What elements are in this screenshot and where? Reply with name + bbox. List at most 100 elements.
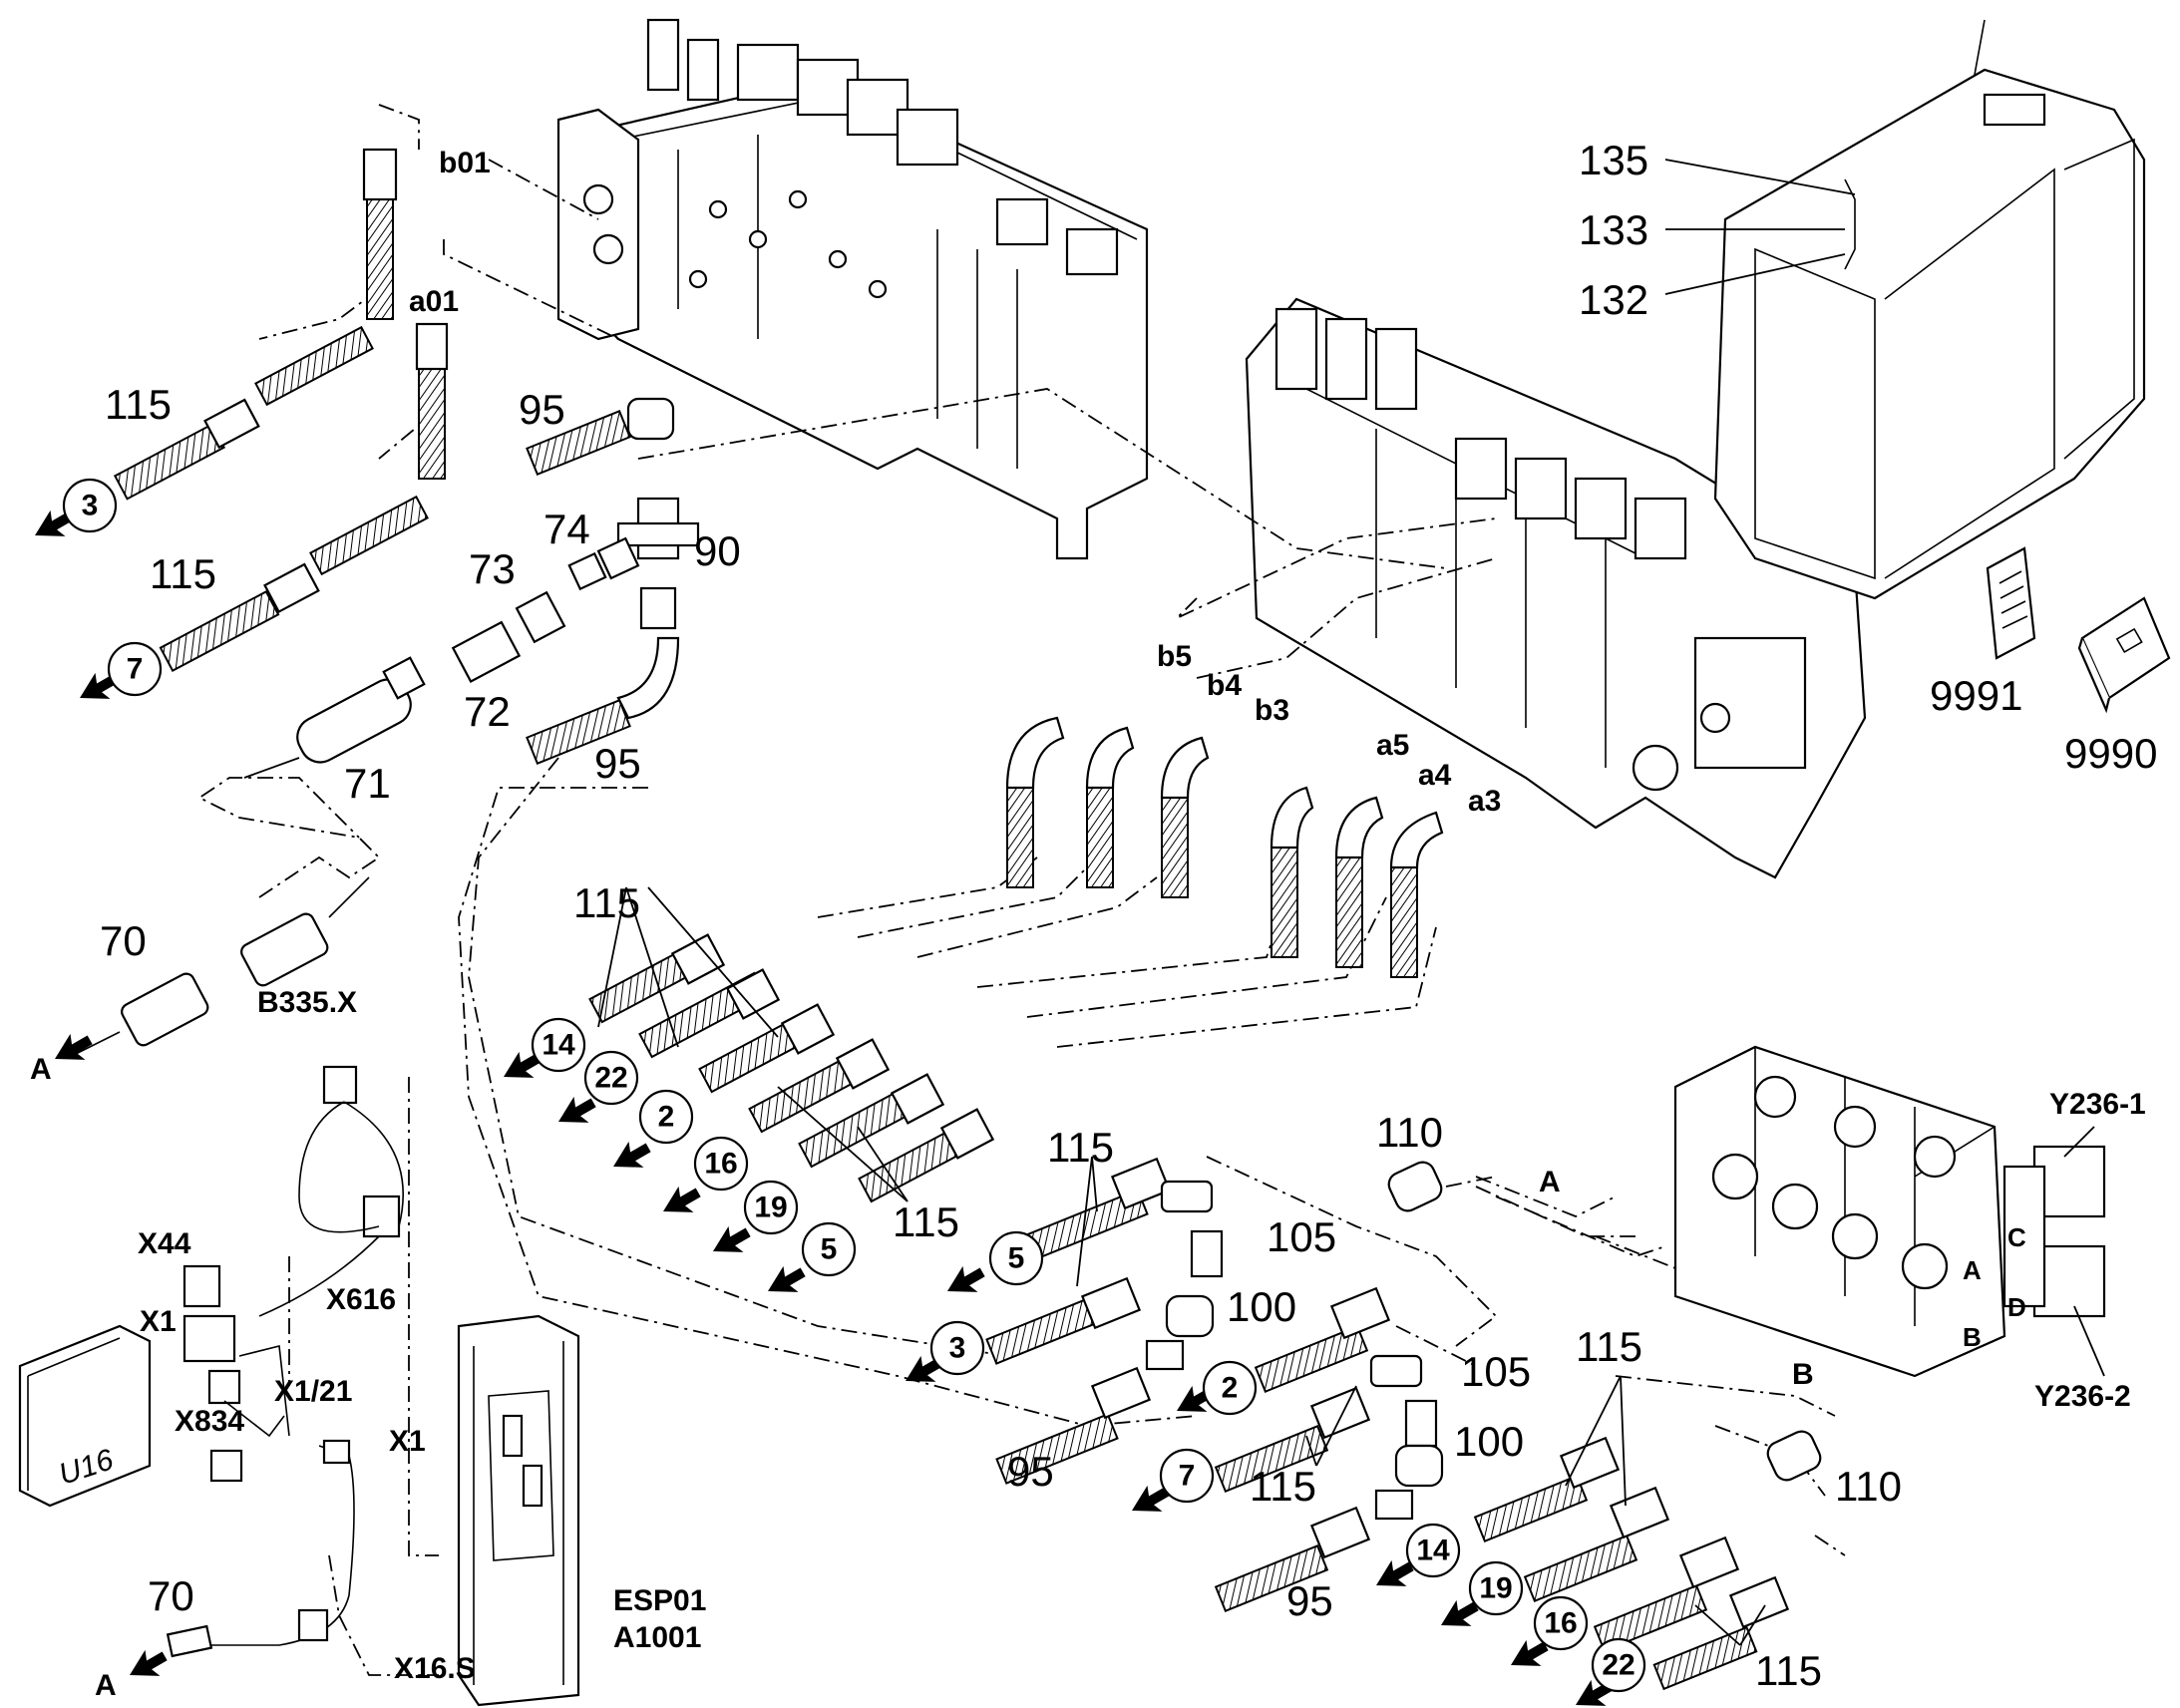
svg-text:2: 2 — [658, 1101, 675, 1134]
callout-7: 7 — [1159, 1448, 1215, 1504]
label-70: 70 — [148, 1572, 194, 1619]
label-105: 105 — [1267, 1213, 1336, 1260]
svg-text:3: 3 — [949, 1332, 966, 1365]
label-110: 110 — [1835, 1463, 1902, 1510]
circled-callouts: 3 7 14 22 2 16 19 5 5 3 2 7 14 19 16 22 — [62, 478, 1646, 1693]
pilot-solenoid-valve-block — [1673, 1045, 2106, 1378]
label-133: 133 — [1579, 206, 1648, 253]
svg-text:14: 14 — [542, 1029, 575, 1062]
electronic-module-ESP01 — [457, 1314, 580, 1707]
label-y236-1: Y236-1 — [2049, 1088, 2146, 1121]
label-115: 115 — [1755, 1647, 1822, 1694]
part-number-labels: 115 115 95 95 95 95 90 74 73 72 71 70 70… — [100, 137, 2157, 1694]
label-valve-A: A — [1963, 1255, 1982, 1285]
label-132: 132 — [1579, 276, 1648, 323]
label-90: 90 — [694, 527, 741, 574]
electronic-control-unit-U16 — [18, 1324, 152, 1508]
label-105: 105 — [1461, 1348, 1531, 1395]
label-71: 71 — [344, 760, 391, 807]
svg-text:16: 16 — [1544, 1607, 1577, 1640]
label-A: A — [30, 1053, 52, 1086]
label-a3: a3 — [1468, 785, 1501, 818]
callout-16: 16 — [1533, 1595, 1589, 1651]
callout-16: 16 — [693, 1136, 749, 1192]
label-b4: b4 — [1207, 669, 1242, 702]
label-valve-B: B — [1963, 1322, 1982, 1352]
svg-text:3: 3 — [82, 490, 99, 522]
label-x1-21: X1/21 — [274, 1375, 352, 1408]
label-115: 115 — [573, 879, 640, 926]
label-valve-C: C — [2007, 1222, 2026, 1252]
fittings — [243, 497, 1822, 1521]
callout-5: 5 — [801, 1221, 857, 1277]
label-b3: b3 — [1255, 694, 1289, 727]
manual-sheet-icon — [1986, 546, 2036, 660]
pressure-sensor-B335 — [69, 876, 370, 1058]
svg-text:19: 19 — [1479, 1572, 1512, 1605]
label-115: 115 — [1250, 1463, 1316, 1510]
label-95: 95 — [594, 740, 641, 787]
label-esp01: ESP01 — [613, 1584, 706, 1617]
label-95: 95 — [1286, 1577, 1333, 1624]
label-valve-D: D — [2007, 1292, 2026, 1322]
main-control-valve-top — [556, 18, 1149, 560]
label-A: A — [1539, 1166, 1561, 1198]
label-b01: b01 — [439, 147, 491, 179]
svg-text:5: 5 — [821, 1233, 838, 1266]
callout-14: 14 — [531, 1017, 586, 1073]
label-y236-2: Y236-2 — [2034, 1380, 2131, 1413]
callout-5: 5 — [988, 1230, 1044, 1286]
ecu-wiring-harness — [166, 1065, 404, 1658]
callout-3: 3 — [929, 1320, 985, 1376]
code-labels: b01 a01 b5 b4 b3 a5 a4 a3 B335.X A A A B… — [30, 147, 2146, 1702]
callout-2: 2 — [1202, 1360, 1258, 1416]
svg-text:7: 7 — [127, 653, 144, 686]
label-a5: a5 — [1376, 729, 1409, 762]
label-73: 73 — [469, 545, 516, 592]
label-100: 100 — [1227, 1283, 1296, 1330]
label-110: 110 — [1376, 1109, 1443, 1156]
label-x44: X44 — [138, 1227, 191, 1260]
label-b5: b5 — [1157, 640, 1192, 673]
callout-7: 7 — [107, 641, 163, 697]
label-9991: 9991 — [1930, 672, 2022, 719]
label-115: 115 — [893, 1198, 959, 1245]
callout-22: 22 — [1591, 1637, 1646, 1693]
label-x1: X1 — [389, 1425, 426, 1458]
callout-19: 19 — [1468, 1560, 1524, 1616]
callout-2: 2 — [638, 1089, 694, 1145]
label-A: A — [95, 1669, 117, 1702]
svg-text:19: 19 — [754, 1192, 787, 1224]
svg-text:5: 5 — [1008, 1242, 1025, 1275]
label-115: 115 — [1047, 1124, 1114, 1171]
label-135: 135 — [1579, 137, 1648, 183]
label-x834: X834 — [175, 1405, 244, 1438]
svg-text:7: 7 — [1179, 1460, 1196, 1493]
leader-lines — [597, 159, 1856, 1646]
label-a1001: A1001 — [613, 1621, 701, 1654]
label-100: 100 — [1454, 1418, 1524, 1465]
label-b335x: B335.X — [257, 986, 357, 1019]
label-115: 115 — [105, 381, 172, 428]
callout-14: 14 — [1405, 1523, 1461, 1578]
label-x616: X616 — [326, 1283, 396, 1316]
label-95: 95 — [1007, 1448, 1054, 1495]
svg-text:14: 14 — [1416, 1535, 1450, 1567]
label-95: 95 — [519, 386, 565, 433]
label-a01: a01 — [409, 285, 459, 318]
label-x1: X1 — [140, 1305, 177, 1338]
main-control-valve-middle — [1245, 297, 1867, 879]
svg-text:2: 2 — [1222, 1372, 1239, 1405]
label-72: 72 — [464, 688, 511, 735]
label-9990: 9990 — [2064, 730, 2157, 777]
hose-assemblies — [113, 148, 1790, 1691]
label-B: B — [1792, 1358, 1814, 1391]
svg-text:22: 22 — [1602, 1649, 1635, 1682]
label-x16s: X16.S — [394, 1652, 476, 1685]
svg-text:16: 16 — [704, 1148, 737, 1181]
svg-text:22: 22 — [594, 1062, 627, 1095]
operator-cab — [1713, 19, 2146, 600]
callout-22: 22 — [583, 1050, 639, 1106]
label-115: 115 — [1576, 1323, 1642, 1370]
